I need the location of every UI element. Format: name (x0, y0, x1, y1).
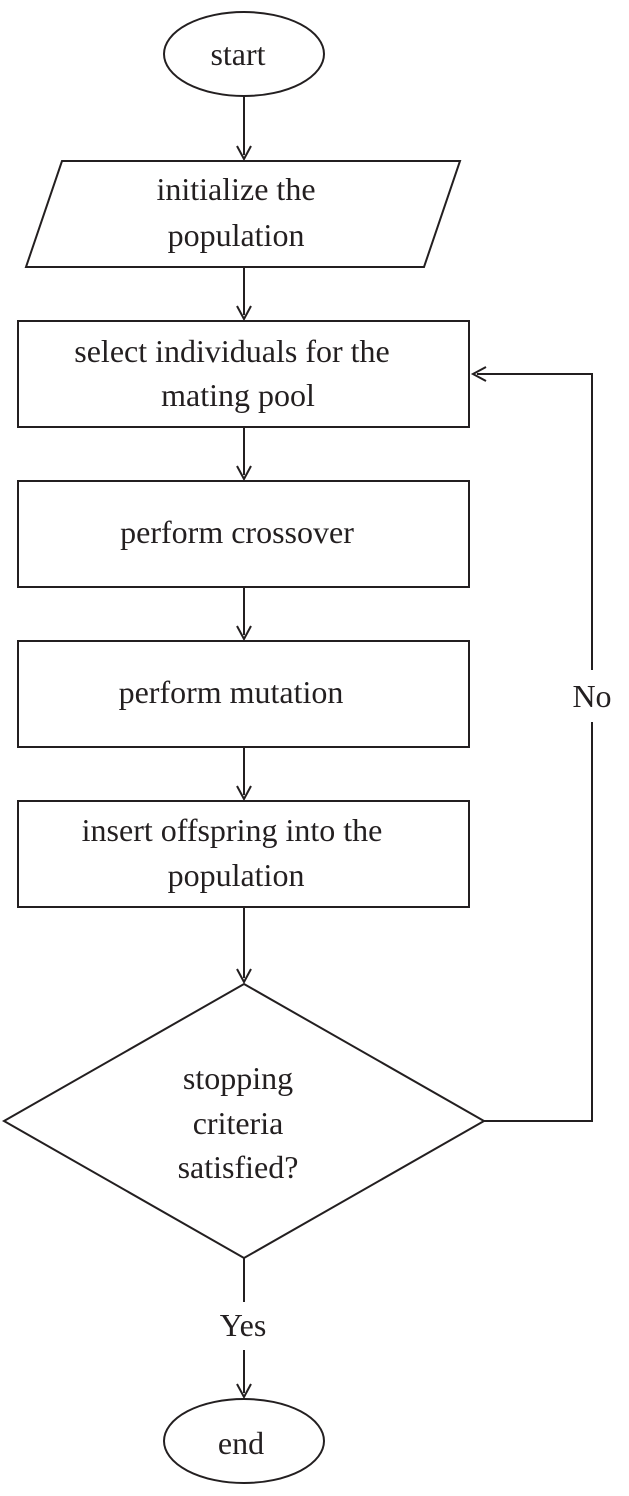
end-label: end (218, 1425, 264, 1461)
yes-edge-label: Yes (220, 1307, 267, 1343)
mutation-label: perform mutation (119, 674, 344, 710)
arrowhead-decision-to-end (236, 1383, 252, 1400)
select-label-line-1: select individuals for the (74, 333, 389, 369)
decision-label-line-1: stopping (183, 1060, 293, 1096)
edge-decision-to-select-upper (477, 373, 593, 670)
initialize-population-parallelogram (24, 160, 462, 268)
init-label-line-1: initialize the (156, 171, 315, 207)
arrowhead-decision-to-select (470, 366, 487, 382)
select-individuals-box (17, 320, 470, 428)
arrowhead-select-to-crossover (236, 465, 252, 482)
arrowhead-mutation-to-insert (236, 785, 252, 802)
arrowhead-start-to-init (236, 145, 252, 162)
no-edge-label: No (572, 678, 611, 714)
arrowhead-init-to-select (236, 305, 252, 322)
edge-decision-to-select-lower (484, 722, 593, 1122)
init-label-line-2: population (168, 217, 305, 253)
arrowhead-crossover-to-mutation (236, 625, 252, 642)
arrowhead-insert-to-decision (236, 968, 252, 985)
perform-crossover-box (17, 480, 470, 588)
crossover-label: perform crossover (120, 514, 354, 550)
insert-label-line-1: insert offspring into the (82, 812, 383, 848)
perform-mutation-box (17, 640, 470, 748)
start-label: start (210, 36, 265, 72)
select-label-line-2: mating pool (161, 377, 315, 413)
decision-label-line-3: satisfied? (178, 1149, 299, 1185)
decision-label-line-2: criteria (193, 1105, 284, 1141)
insert-label-line-2: population (168, 857, 305, 893)
